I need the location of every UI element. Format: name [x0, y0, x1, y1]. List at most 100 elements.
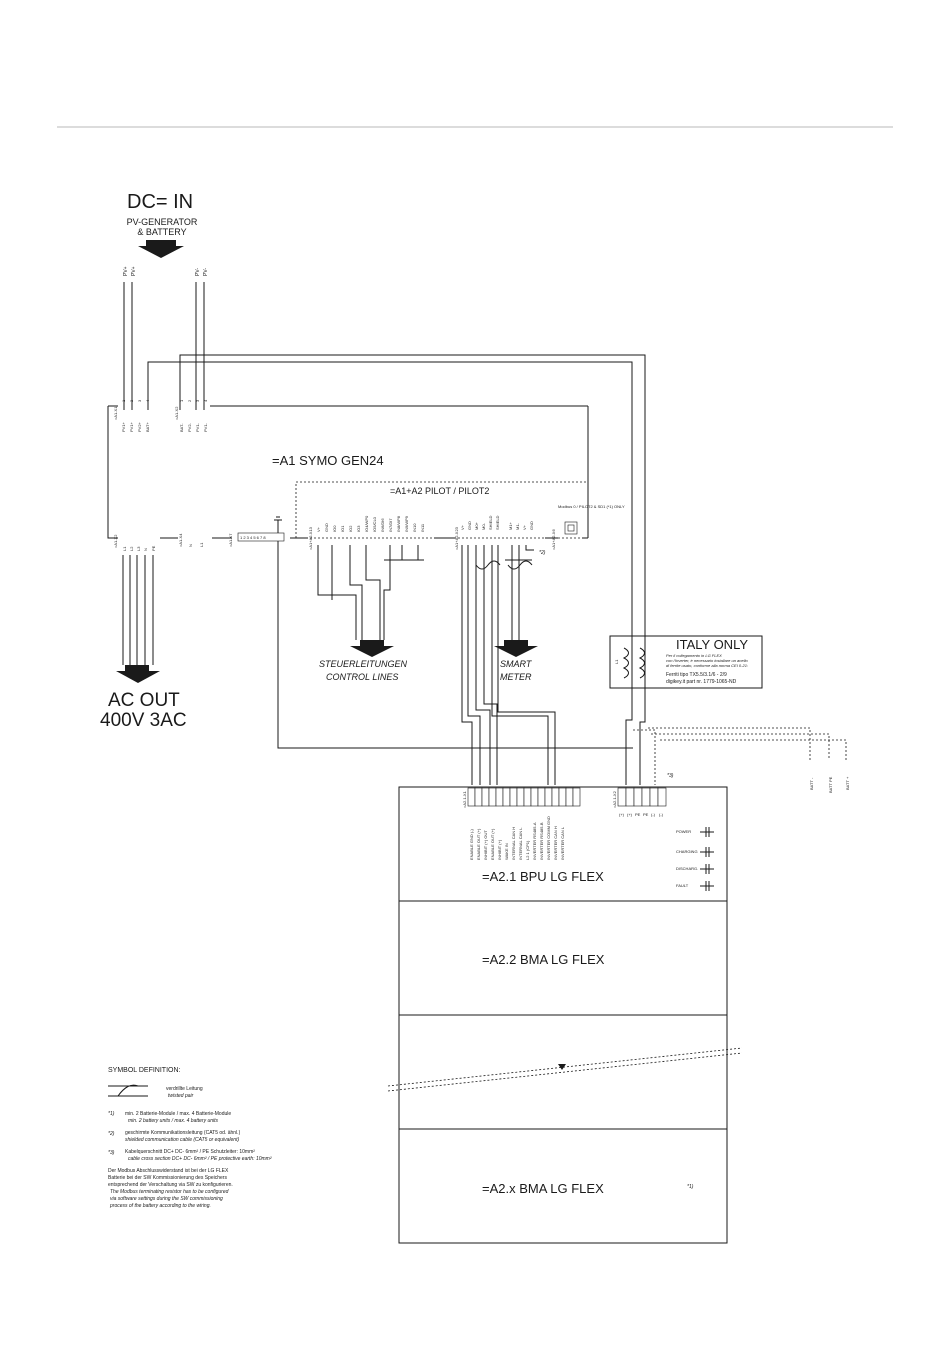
dc-in-title: DC= IN	[127, 191, 193, 213]
ac-out-label-2: 400V 3AC	[100, 710, 187, 731]
x2-num-2: 2	[187, 399, 192, 402]
x2-pin-bat-minus: BAT-	[179, 423, 184, 432]
x2-num-4: 4	[203, 399, 208, 402]
eth-ref: =A1+A2-X6	[551, 529, 556, 550]
terminal-ac: =A1-X2 L1 L2 L3 N PE	[113, 534, 156, 551]
note-2-marker: *2)	[539, 550, 546, 556]
italy-line-1: Per il collegamento in LG FLEX	[666, 653, 722, 658]
modbus-pin-10: GND	[529, 521, 534, 530]
led-discharge-icon	[700, 864, 714, 874]
pilot-pin-10: IN7/DI7	[388, 518, 393, 532]
pilot-pin-6: IO3	[356, 525, 361, 532]
modbus-pin-2: GND	[467, 521, 472, 530]
italy-line-2: con l'inverter, è necessario installare …	[666, 658, 748, 663]
modbus-to-battery-wires	[461, 545, 556, 785]
pilot-pin-12: IN9/WP9	[404, 515, 409, 532]
battery-x1-pin-2: ENABLE OUT (+)	[476, 828, 481, 860]
inverter-outline	[107, 406, 118, 539]
x4-ref: =A1-X4	[178, 533, 183, 547]
pilot-pin-3: IO0	[332, 525, 337, 532]
x1-num-1: 1	[121, 399, 126, 402]
battery-x2-pin-1: (+)	[619, 812, 625, 817]
inverter-block: =A1 SYMO GEN24 =A1-X1 1 2 3 4 PV1+ PV1+ …	[107, 399, 625, 556]
dc-input-wires	[123, 282, 646, 720]
led-discharge-label: DISCHARG.	[676, 866, 698, 871]
ac-pin-l2: L2	[129, 546, 134, 551]
battery-x2-terminals	[617, 787, 667, 807]
battery-x1-pin-14: INVERTER CAN L	[560, 826, 565, 860]
italy-title: ITALY ONLY	[676, 637, 748, 652]
x1-pin-pv1-plus-b: PV1+	[129, 421, 134, 432]
symbol-title: SYMBOL DEFINITION:	[108, 1067, 181, 1074]
led-power-icon	[700, 827, 714, 837]
x2-num-1: 1	[179, 399, 184, 402]
battery-x2-pin-6: (-)	[659, 812, 664, 817]
ac-out-wires: AC OUT 400V 3AC	[100, 555, 187, 731]
battery-x1-pin-7: INTERNAL CAN H	[511, 827, 516, 860]
pilot-pin-4: IO1	[340, 525, 345, 532]
battery-x1-pin-labels: ENABLE GND (-) ENABLE OUT (+) INHIBIT (+…	[469, 816, 565, 860]
x1-num-2: 2	[129, 399, 134, 402]
dc-wire-label-pv-minus-1: PV-	[195, 268, 201, 276]
batt-minus-label: BATT -	[809, 777, 814, 790]
batt-plus-label: BATT +	[845, 776, 850, 790]
pilot-pin-13: IN10	[412, 523, 417, 532]
battery-x2-pin-2: (+)	[627, 812, 633, 817]
smart-meter-label-2: METER	[500, 672, 532, 682]
battery-stack: =A2.1 BPU LG FLEX =A2.2 BMA LG FLEX =A2.…	[387, 786, 743, 1244]
x1-num-4: 4	[145, 399, 150, 402]
led-fault-icon	[700, 881, 714, 891]
pilot-ref: =A1+A2-X13	[308, 526, 313, 550]
symbol-note-1-en: min. 2 battery units / max. 4 battery un…	[128, 1118, 219, 1124]
inverter-title: =A1 SYMO GEN24	[272, 453, 384, 468]
x1-ref: =A1-X1	[113, 406, 118, 420]
modbus-pin-4: M0-	[481, 522, 486, 530]
eth-note: Modbus 0 / PILOT2 & SD1 (*1) ONLY	[558, 504, 625, 509]
pilot-pin-9: IN6/DI6	[380, 518, 385, 532]
x1-num-3: 3	[137, 399, 142, 402]
smart-meter-label-1: SMART	[500, 659, 533, 669]
twisted-pair-icon	[108, 1084, 148, 1097]
led-power-label: POWER	[676, 829, 691, 834]
battery-x1-ref: =A2.1-X1	[462, 790, 467, 808]
dc-wire-label-pv-minus-2: PV-	[203, 268, 209, 276]
batt-pe-label: BATT PE	[828, 776, 833, 793]
led-charging-label: CHARGING	[676, 849, 698, 854]
battery-x2-pin-labels: (+) (+) PE PE (-) (-)	[619, 812, 664, 817]
symbol-note-3-key: *3)	[108, 1150, 115, 1156]
control-lines-label-en: CONTROL LINES	[326, 672, 398, 682]
x2-pin-pv1-minus-b: PV1-	[203, 422, 208, 432]
terminal-x7: =A1-X7 1 2 3 4 5 6 7 8	[228, 516, 285, 547]
battery-x1-pin-4: ENABLE OUT (+)	[490, 828, 495, 860]
x2-ref: =A1-X2	[174, 406, 179, 420]
bpu-title: =A2.1 BPU LG FLEX	[482, 869, 604, 884]
dc-wire-label-pv-plus-2: PV+	[131, 266, 137, 276]
bma-x-title: =A2.x BMA LG FLEX	[482, 1181, 604, 1196]
battery-x1-pin-6: WAKE IN	[504, 843, 509, 860]
dc-to-battery-wires: BATT - BATT PE BATT + *3)	[625, 688, 850, 793]
dc-in-subtitle-1: PV-GENERATOR	[127, 217, 198, 227]
battery-x2-pin-5: (-)	[651, 812, 656, 817]
dc-in-arrow	[138, 240, 184, 258]
symbol-note-2-key: *2)	[108, 1131, 115, 1137]
symbol-term-6: process of the battery according to the …	[109, 1203, 211, 1209]
ferrite-coil-icon	[622, 647, 629, 679]
terminal-x1: =A1-X1 1 2 3 4 PV1+ PV1+ PV2+ BAT+	[113, 399, 150, 432]
battery-x1-pin-3: INHIBIT (+) OUT	[483, 830, 488, 860]
bma-module-x	[398, 1128, 728, 1244]
pilot-board	[295, 481, 589, 539]
symbol-note-3-en: cable cross section DC+ DC- 6mm² / PE pr…	[128, 1156, 272, 1162]
ac-pin-pe: PE	[151, 545, 156, 551]
smart-meter-arrow	[494, 640, 538, 657]
modbus-pin-7: M1+	[508, 521, 513, 530]
italy-coil-label: L1	[614, 659, 619, 664]
dc-wire-label-pv-plus-1: PV+	[123, 266, 129, 276]
x1-pin-bat-plus: BAT+	[145, 422, 150, 432]
symbol-twisted-en: twisted pair	[168, 1093, 194, 1099]
bma-x-note: *1)	[687, 1184, 694, 1190]
x7-terminal-pins: 1 2 3 4 5 6 7 8	[240, 535, 266, 540]
x4-to-battery-wire	[277, 541, 633, 749]
italy-line-3: di ferrite usato, conforme alla norma CE…	[666, 663, 748, 668]
battery-leds: POWER CHARGING DISCHARG. FAULT	[676, 827, 714, 891]
